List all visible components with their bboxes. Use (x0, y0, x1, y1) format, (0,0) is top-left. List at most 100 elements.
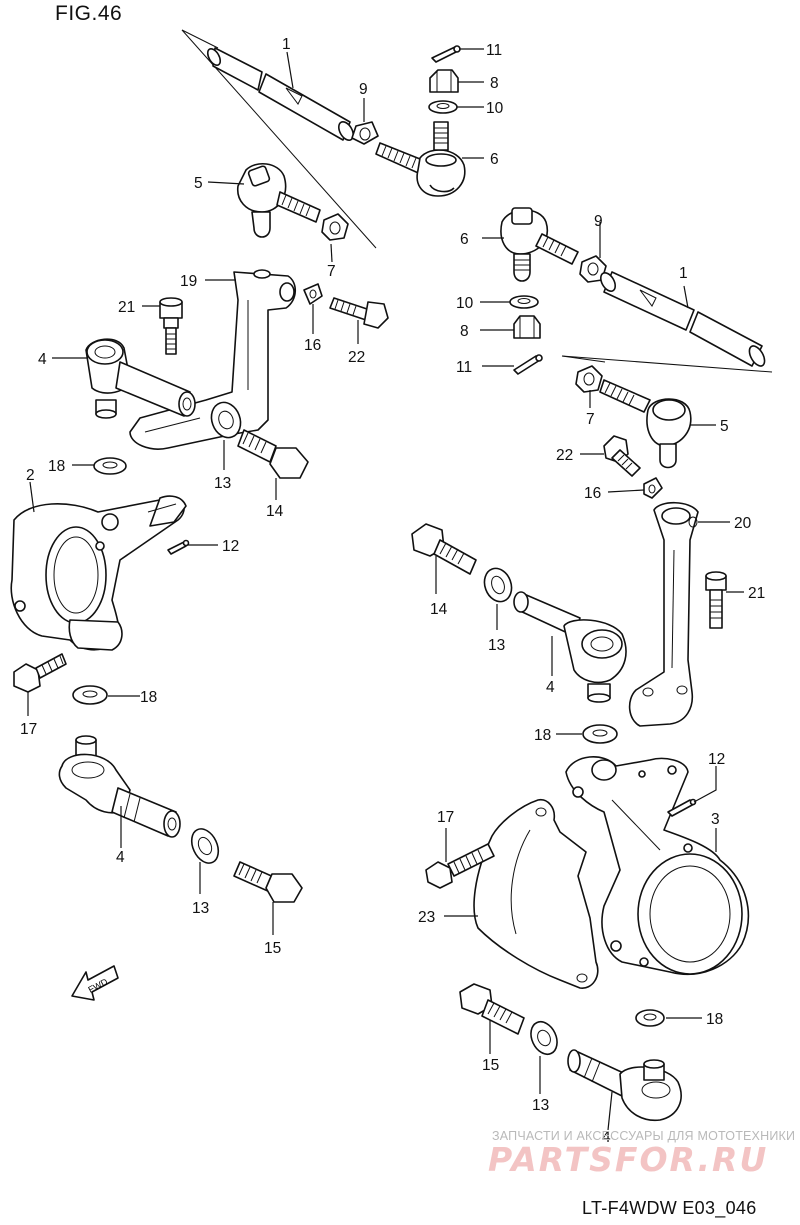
washer-10-right (509, 295, 539, 309)
washer-18-left-bottom (72, 685, 108, 705)
callout-label: 20 (734, 515, 752, 532)
castle-nut-8-right (513, 315, 541, 339)
tie-rod-end-4-right-lower (567, 1049, 682, 1122)
bolt-17-left (13, 653, 67, 693)
bolt-22-right (603, 435, 641, 477)
collar-13-upper-left (210, 401, 242, 439)
tie-rod-shaft (206, 47, 355, 141)
callout-label: 18 (140, 689, 157, 706)
locknut-9-left (351, 121, 379, 145)
knuckle-3 (565, 756, 750, 976)
tie-rod-shaft-right (599, 271, 766, 367)
washer-18-right-lower (635, 1009, 665, 1027)
cotter-pin-12-left (167, 539, 190, 555)
knuckle-2 (10, 495, 187, 651)
callout-label: 11 (486, 42, 502, 59)
bolt-22-left (329, 297, 389, 329)
collar-13-right-lower (530, 1020, 558, 1056)
castle-nut-8-top (429, 69, 459, 93)
callout-label: 15 (264, 940, 281, 957)
callout-label: 22 (556, 447, 573, 464)
callout-label: 6 (460, 231, 469, 248)
locknut-7-left (321, 213, 349, 241)
callout-label: 12 (222, 538, 239, 555)
callout-label: 21 (118, 299, 135, 316)
cotter-pin-12-right (667, 798, 697, 817)
locknut-7-right (575, 365, 603, 393)
washer-18-right-upper (582, 724, 618, 744)
callout-label: 10 (486, 100, 504, 117)
callout-label: 7 (327, 263, 336, 280)
bolt-21-left (159, 297, 183, 355)
tie-rod-end-5-left (237, 163, 321, 238)
callout-label: 4 (546, 679, 555, 696)
cotter-pin-11-right (513, 354, 543, 375)
tie-rod-left-assembly (181, 29, 466, 249)
callout-label: 13 (488, 637, 505, 654)
callout-label: 4 (38, 351, 47, 368)
callout-label: 1 (282, 36, 291, 53)
callout-label: 9 (594, 213, 603, 230)
cover-23 (473, 798, 599, 989)
callout-label: 23 (418, 909, 435, 926)
callout-label: 1 (679, 265, 688, 282)
callout-label: 5 (720, 418, 729, 435)
tie-rod-end-5-right (599, 379, 692, 469)
bolt-15-right (459, 983, 525, 1035)
callout-label: 19 (180, 273, 197, 290)
callout-label: 6 (490, 151, 499, 168)
watermark-brand: PARTSFOR.RU (488, 1140, 769, 1179)
steering-arm-20 (628, 501, 699, 727)
collar-13-right-upper (483, 567, 513, 603)
callout-label: 15 (482, 1057, 499, 1074)
callout-label: 2 (26, 467, 35, 484)
nut-16-left (303, 283, 323, 305)
callout-label: 8 (490, 75, 499, 92)
cotter-pin-11-top (431, 45, 461, 63)
callout-label: 13 (214, 475, 231, 492)
callout-label: 18 (706, 1011, 723, 1028)
callout-label: 3 (711, 811, 720, 828)
callout-label: 9 (359, 81, 368, 98)
tie-rod-end-4-lower-left (58, 735, 181, 838)
callout-label: 18 (534, 727, 551, 744)
bolt-14-upper-left (237, 429, 309, 479)
callout-label: 13 (192, 900, 209, 917)
callout-label: 13 (532, 1097, 549, 1114)
bolt-21-right (705, 571, 727, 629)
callout-label: 4 (116, 849, 125, 866)
callout-label: 5 (194, 175, 203, 192)
washer-18-left-top (93, 457, 127, 475)
callout-label: 21 (748, 585, 765, 602)
callout-label: 4 (602, 1129, 611, 1146)
callout-label: 16 (584, 485, 601, 502)
washer-10-top (428, 100, 458, 114)
callout-label: 17 (437, 809, 454, 826)
figure-title: FIG.46 (55, 2, 123, 25)
tie-rod-right-assembly (500, 207, 773, 469)
collar-13-lower-left (190, 828, 220, 864)
callout-label: 14 (266, 503, 284, 520)
tie-rod-end-6-left (375, 121, 466, 197)
diagram-code: LT-F4WDW E03_046 (582, 1198, 757, 1218)
callout-label: 12 (708, 751, 725, 768)
forward-arrow-icon: FWD (71, 965, 119, 1001)
callout-label: 17 (20, 721, 37, 738)
callout-label: 7 (586, 411, 595, 428)
watermark-tagline: ЗАПЧАСТИ И АКСЕССУАРЫ ДЛЯ МОТОТЕХНИКИ (492, 1129, 796, 1143)
callout-label: 18 (48, 458, 65, 475)
bolt-17-right (425, 843, 495, 889)
tie-rod-end-4-upper-left (85, 338, 196, 419)
bolt-15-lower-left (233, 861, 303, 903)
callout-label: 10 (456, 295, 474, 312)
callout-label: 11 (456, 359, 472, 376)
bolt-14-right (411, 523, 477, 575)
callout-label: 16 (304, 337, 321, 354)
tie-rod-end-4-right-upper (513, 591, 627, 703)
callout-label: 8 (460, 323, 469, 340)
tie-rod-end-6-right (500, 207, 579, 282)
leader-lines (27, 48, 744, 1131)
callout-label: 22 (348, 349, 365, 366)
steering-arm-19 (129, 269, 297, 450)
